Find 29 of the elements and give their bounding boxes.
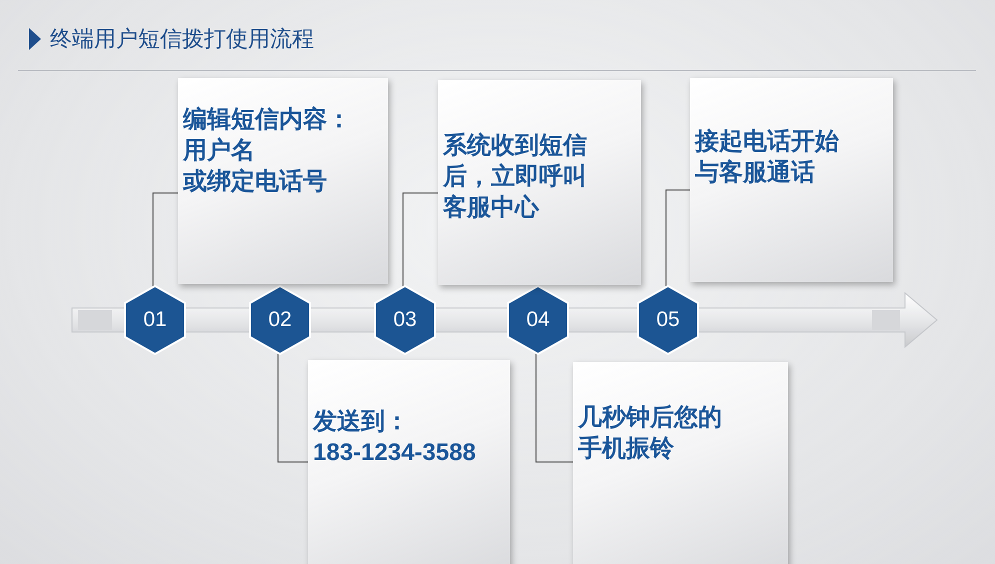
- step-number: 05: [656, 308, 680, 332]
- step-text: 几秒钟后您的手机振铃: [578, 403, 723, 464]
- step-text: 用户名: [183, 136, 256, 166]
- step-text: 接起电话开始与客服通话: [695, 127, 840, 188]
- leader-line: [152, 192, 178, 288]
- step-text: 或绑定电话号: [183, 167, 328, 197]
- step-card: [690, 78, 893, 282]
- step-number: 01: [143, 308, 167, 332]
- step-card: [178, 78, 388, 284]
- step-hexagon: [507, 285, 569, 355]
- step-number: 04: [526, 308, 550, 332]
- step-card: [438, 80, 641, 285]
- step-hexagon: [249, 285, 311, 355]
- leader-line: [278, 352, 308, 462]
- page-title: 终端用户短信拨打使用流程: [50, 26, 314, 54]
- step-hexagon: [124, 285, 186, 355]
- step-text: 系统收到短信后，立即呼叫客服中心: [443, 131, 588, 223]
- step-card: [308, 360, 510, 564]
- step-hexagon: [637, 285, 699, 355]
- step-text: 183-1234-3588: [313, 438, 477, 468]
- step-number: 02: [268, 308, 292, 332]
- step-text: 发送到：: [313, 407, 410, 437]
- step-hexagon: [374, 285, 436, 355]
- leader-line: [666, 190, 690, 288]
- step-number: 03: [393, 308, 417, 332]
- leader-line: [402, 192, 438, 288]
- step-text: 编辑短信内容：: [183, 105, 352, 135]
- leader-line: [536, 352, 574, 462]
- step-card: [573, 362, 788, 564]
